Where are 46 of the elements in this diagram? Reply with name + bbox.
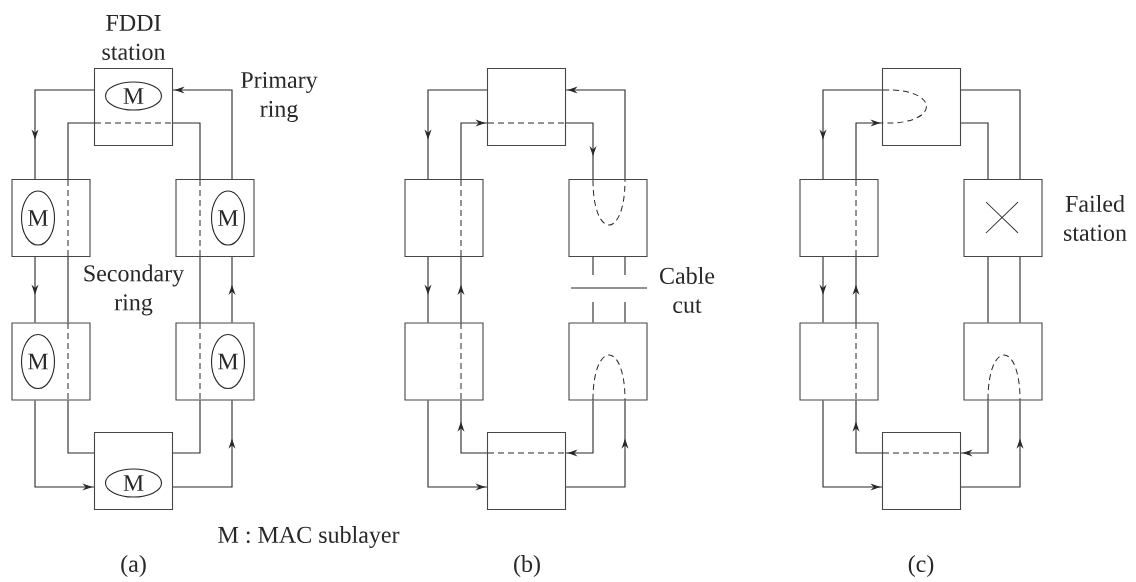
arrow: [855, 119, 883, 180]
ring-line: [172, 122, 201, 180]
station-box: [175, 322, 255, 401]
station-box: [963, 322, 1043, 401]
ring-line: [1019, 256, 1021, 323]
arrow: [565, 122, 597, 180]
cut-label: Cable cut: [660, 267, 715, 313]
ring-line: [67, 122, 95, 180]
station-box: [486, 431, 567, 511]
ring-line: [172, 400, 201, 454]
cable-stub: [624, 256, 626, 276]
ring-label: Primary ring: [241, 71, 318, 123]
cable-stub: [592, 301, 594, 323]
station-box: [799, 322, 879, 401]
ring-line: [987, 256, 989, 323]
station-box: [175, 178, 255, 258]
arrow: [565, 400, 594, 457]
station-label: FDDI station: [102, 15, 166, 60]
arrow: [457, 400, 488, 454]
station-box: [881, 67, 962, 147]
ring-line: [199, 256, 201, 323]
key-note: M : MAC sublayer: [218, 526, 400, 548]
cable-stub: [624, 301, 626, 323]
arrow: [852, 400, 883, 454]
panel-label: (a): [121, 555, 146, 577]
station-box: [404, 322, 484, 401]
panel-label: (b): [514, 555, 540, 577]
ring-label: Secondary ring: [84, 264, 185, 316]
arrow: [960, 400, 989, 457]
station-box: [881, 431, 962, 511]
arrow: [460, 119, 488, 180]
cable-stub: [592, 256, 594, 276]
ring-line: [67, 256, 69, 323]
station-box: [486, 67, 567, 147]
ring-line: [67, 400, 95, 454]
station-box: [568, 322, 648, 401]
station-label: Failed station: [1064, 195, 1127, 241]
station-box: [404, 178, 484, 258]
station-box: [11, 322, 91, 401]
ring-line: [960, 89, 1021, 180]
panel-label: (c): [908, 555, 934, 577]
station-box: [799, 178, 879, 258]
ring-line: [960, 122, 989, 180]
station-box: [11, 178, 91, 258]
station-box: [568, 178, 648, 258]
station-box: [93, 431, 174, 511]
